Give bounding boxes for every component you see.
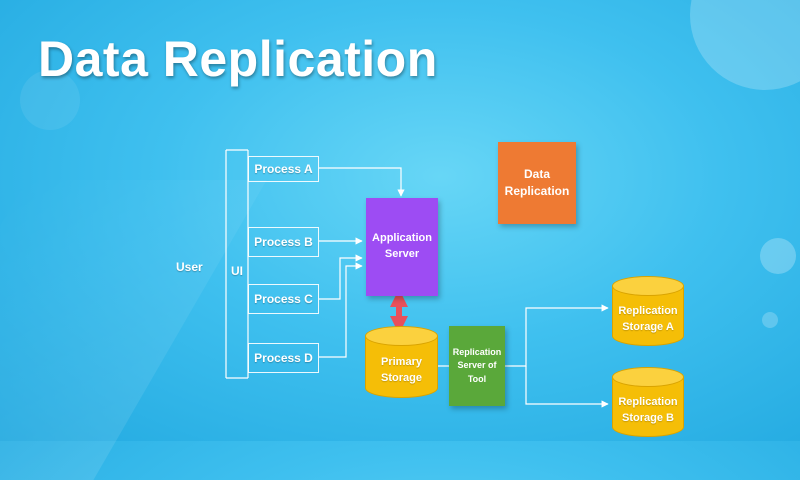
replication-storage-a-label: Replication Storage A [618,305,678,333]
data-replication-box: Data Replication [498,142,576,224]
arrow-process-d [319,262,363,358]
application-server-box: Application Server [366,198,438,296]
primary-storage-cylinder: Primary Storage [365,326,438,398]
application-server-label: Application Server [372,232,432,260]
slide-title: Data Replication [38,31,438,87]
ui-label: UI [231,264,243,278]
data-replication-label: Data Replication [504,166,570,198]
replication-storage-b-label: Replication Storage B [618,396,678,424]
arrow-process-c [319,254,363,300]
process-c-box: Process C [248,284,319,314]
arrow-process-a [319,167,405,197]
process-b-box: Process B [248,227,319,257]
replication-server-box: Replication Server of Tool [449,326,505,406]
user-label: User [176,260,203,274]
arrow-replication-storage-a [505,304,609,367]
replication-storage-b-cylinder: Replication Storage B [612,367,684,437]
ui-bracket [225,149,249,379]
replication-storage-a-cylinder: Replication Storage A [612,276,684,346]
arrow-replication-storage-b [525,366,609,408]
primary-storage-label: Primary Storage [381,356,422,384]
replication-server-label: Replication Server of Tool [452,347,502,384]
connector-lines [225,149,609,408]
process-d-box: Process D [248,343,319,373]
process-a-box: Process A [248,156,319,182]
